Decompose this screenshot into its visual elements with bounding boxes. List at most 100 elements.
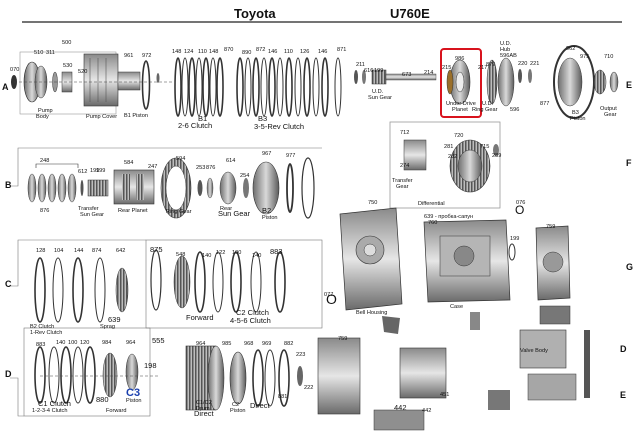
c1c2-drum bbox=[185, 345, 225, 411]
model-title: U760E bbox=[390, 6, 430, 21]
callout-label: Piston bbox=[230, 408, 246, 414]
output-gear bbox=[593, 69, 607, 95]
callout-label: 070 bbox=[10, 67, 19, 73]
callout-label: Bell Housing bbox=[356, 310, 387, 316]
callout-label: 967 bbox=[262, 151, 271, 157]
callout-label: 077 bbox=[324, 292, 333, 298]
callout-label: 076 bbox=[516, 200, 525, 206]
callout-label: 880 bbox=[96, 395, 109, 404]
row-letter: D bbox=[620, 344, 627, 354]
callout-label: 222 bbox=[304, 385, 313, 391]
row-letter: D bbox=[5, 369, 12, 379]
callout-label: B1 Piston bbox=[124, 113, 148, 119]
c3-piston bbox=[125, 353, 139, 391]
callout-label: 199 bbox=[374, 68, 383, 74]
callout-label: 882 bbox=[284, 341, 293, 347]
bracket-248 bbox=[35, 163, 79, 168]
callout-label: C3 bbox=[126, 387, 140, 399]
rear-planet bbox=[113, 169, 155, 205]
differential bbox=[403, 139, 499, 193]
callout-label: Rear Planet bbox=[118, 208, 148, 214]
callout-label: Ring Gear bbox=[166, 209, 192, 215]
callout-label: 759 bbox=[546, 224, 555, 230]
callout-label: 281 bbox=[444, 144, 453, 150]
callout-label: 120 bbox=[80, 340, 89, 346]
callout-label: B3 bbox=[572, 110, 579, 116]
b3-clutch-pack bbox=[236, 57, 342, 117]
callout-label: Drum bbox=[196, 406, 210, 412]
b2-clutch-pack bbox=[34, 257, 106, 323]
callout-label: 614 bbox=[226, 158, 235, 164]
output-gear-hub bbox=[609, 71, 619, 93]
callout-label: 969 bbox=[262, 341, 271, 347]
callout-label: 968 bbox=[244, 341, 253, 347]
rear-cover bbox=[535, 225, 571, 301]
callout-label: 964 bbox=[126, 340, 135, 346]
callout-label: 750 bbox=[368, 200, 377, 206]
callout-label: Gear bbox=[396, 184, 409, 190]
callout-label: 140 bbox=[56, 340, 65, 346]
callout-label: B2 Clutch bbox=[30, 324, 54, 330]
row-c-bracket bbox=[10, 239, 146, 287]
callout-label: Direct bbox=[194, 409, 215, 418]
b2-piston bbox=[252, 161, 280, 215]
callout-label: 883 bbox=[36, 342, 45, 348]
callout-label: 199 bbox=[90, 168, 99, 174]
callout-label: 712 bbox=[400, 130, 409, 136]
callout-label: 198 bbox=[144, 361, 157, 370]
brand-title: Toyota bbox=[234, 6, 276, 21]
callout-label: Hub bbox=[500, 47, 510, 53]
callout-label: 877 bbox=[540, 101, 549, 107]
callout-label: C1/C2 bbox=[196, 400, 212, 406]
b1-clutch-pack bbox=[174, 57, 224, 117]
callout-label: Rear bbox=[220, 206, 232, 212]
callout-label: 760 bbox=[428, 220, 437, 226]
sprag bbox=[115, 267, 129, 313]
callout-label: 883 bbox=[270, 247, 283, 256]
callout-label: Case bbox=[450, 304, 463, 310]
callout-label: 248 bbox=[40, 158, 49, 164]
callout-label: 984 bbox=[102, 340, 111, 346]
callout-label: 110 bbox=[284, 49, 293, 55]
callout-label: 876 bbox=[40, 208, 49, 214]
callout-label: 639 bbox=[108, 315, 121, 324]
callout-label: 2-6 Clutch bbox=[178, 121, 212, 130]
callout-label: C2 Clutch bbox=[236, 308, 269, 317]
c2-clutch-pack bbox=[150, 249, 286, 313]
callout-label: 104 bbox=[54, 248, 63, 254]
callout-label: U.D. bbox=[500, 41, 512, 47]
callout-label: Transfer bbox=[78, 206, 99, 212]
callout-label: 289 bbox=[492, 153, 501, 159]
callout-label: 128 bbox=[36, 248, 45, 254]
callout-label: Body bbox=[36, 114, 49, 120]
oring-076: O bbox=[515, 203, 524, 217]
row-letter: A bbox=[2, 82, 9, 92]
callout-label: 720 bbox=[454, 133, 463, 139]
callout-label: Piston bbox=[570, 116, 586, 122]
callout-label: Under Drive bbox=[446, 101, 476, 107]
callout-label: Output bbox=[600, 106, 617, 112]
callout-label: 596AB bbox=[500, 53, 517, 59]
callout-label: 140 bbox=[202, 253, 211, 259]
transfer-sun-gear-group bbox=[27, 173, 109, 203]
callout-label: 639 - пробка-сапун bbox=[424, 214, 473, 220]
callout-label: 876 bbox=[206, 165, 215, 171]
callout-label: 140 bbox=[252, 253, 261, 259]
callout-label: 217 bbox=[478, 65, 487, 71]
callout-label: 616 bbox=[364, 68, 373, 74]
row-letter: E bbox=[626, 80, 632, 90]
row-letter: E bbox=[620, 390, 626, 400]
callout-label: 972 bbox=[142, 53, 151, 59]
callout-label: 985 bbox=[222, 341, 231, 347]
oring-199 bbox=[508, 243, 516, 261]
callout-label: Ring Gear bbox=[472, 107, 498, 113]
callout-label: 442 bbox=[422, 408, 431, 414]
row-letter: B bbox=[5, 180, 12, 190]
callout-label: 124 bbox=[184, 49, 193, 55]
callout-label: 890 bbox=[242, 50, 251, 56]
callout-label: Forward bbox=[186, 313, 214, 322]
callout-label: 977 bbox=[286, 153, 295, 159]
callout-label: U.D. bbox=[372, 89, 384, 95]
row-letter: F bbox=[626, 158, 632, 168]
valve-body bbox=[317, 305, 590, 431]
